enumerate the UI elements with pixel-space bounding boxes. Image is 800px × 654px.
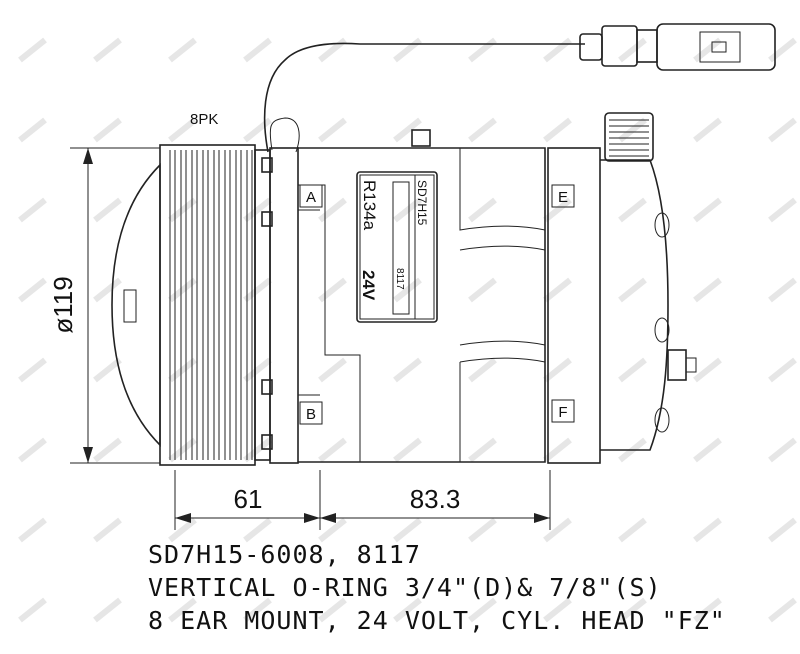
port-e-label: E (558, 189, 568, 206)
diameter-label: ø119 (48, 276, 78, 333)
model-label: SD7H15 (415, 180, 429, 226)
part-number-label: 8117 (394, 268, 405, 290)
compressor-body (261, 129, 546, 464)
pulley (111, 144, 271, 466)
voltage-label: 24V (359, 270, 378, 301)
wire (263, 42, 585, 153)
belt-label: 8PK (190, 111, 218, 128)
port-b-label: B (306, 406, 316, 423)
watermark-pattern (18, 37, 797, 623)
port-a-label: A (306, 189, 316, 206)
spec-line-2: VERTICAL O-RING 3/4"(D)& 7/8"(S) (148, 573, 662, 602)
dimension-61: 61 (234, 484, 263, 514)
cylinder-head (547, 112, 697, 464)
dimension-83-3: 83.3 (410, 484, 461, 514)
electrical-connector (579, 23, 776, 71)
spec-line-1: SD7H15-6008, 8117 (148, 540, 421, 569)
refrigerant-label: R134a (360, 180, 379, 231)
port-f-label: F (558, 404, 567, 421)
spec-line-3: 8 EAR MOUNT, 24 VOLT, CYL. HEAD "FZ" (148, 606, 726, 635)
